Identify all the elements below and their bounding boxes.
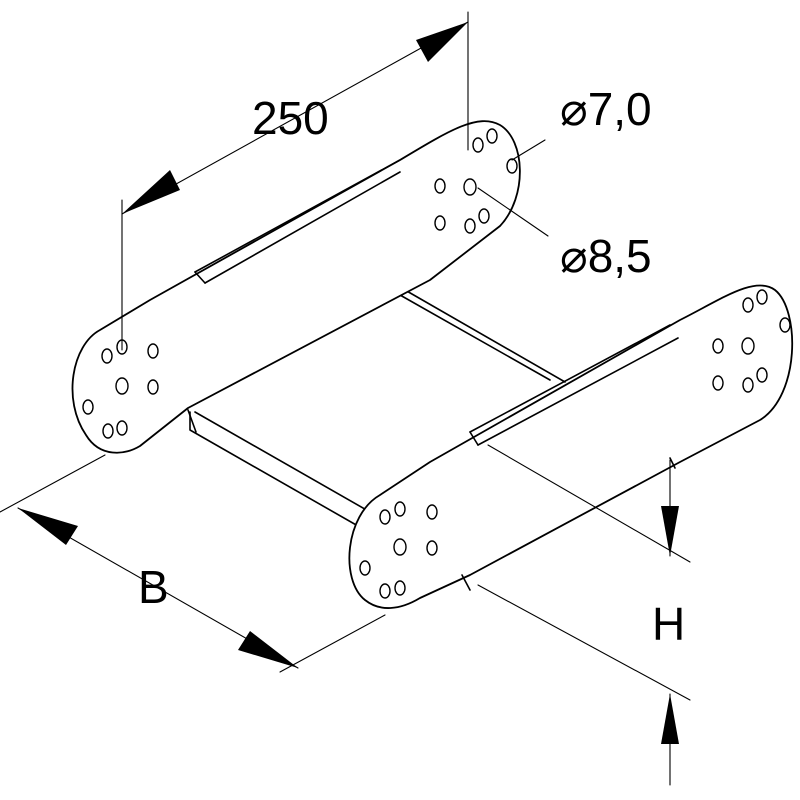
rear-connector-plate: [71, 120, 521, 454]
width-arrow-right: [238, 631, 298, 668]
rear-plate-holes: [82, 128, 518, 439]
width-label: B: [138, 561, 169, 613]
height-label: H: [652, 598, 685, 650]
width-arrow-left: [18, 508, 78, 545]
hole-large-label: ⌀8,5: [560, 230, 652, 282]
height-dimension: [477, 444, 691, 786]
front-connector-plate: [348, 284, 794, 609]
length-arrow-left: [122, 170, 180, 214]
length-dimension: [121, 11, 469, 351]
hole-small-label: ⌀7,0: [560, 83, 652, 135]
cross-rungs: [189, 289, 566, 531]
height-arrow-bottom: [661, 694, 679, 744]
height-arrow-top: [661, 506, 679, 556]
length-label: 250: [252, 92, 329, 144]
length-arrow-right: [416, 22, 468, 62]
width-dimension: [0, 454, 386, 673]
hole-leaders: [477, 139, 549, 237]
front-plate-holes: [359, 289, 791, 599]
